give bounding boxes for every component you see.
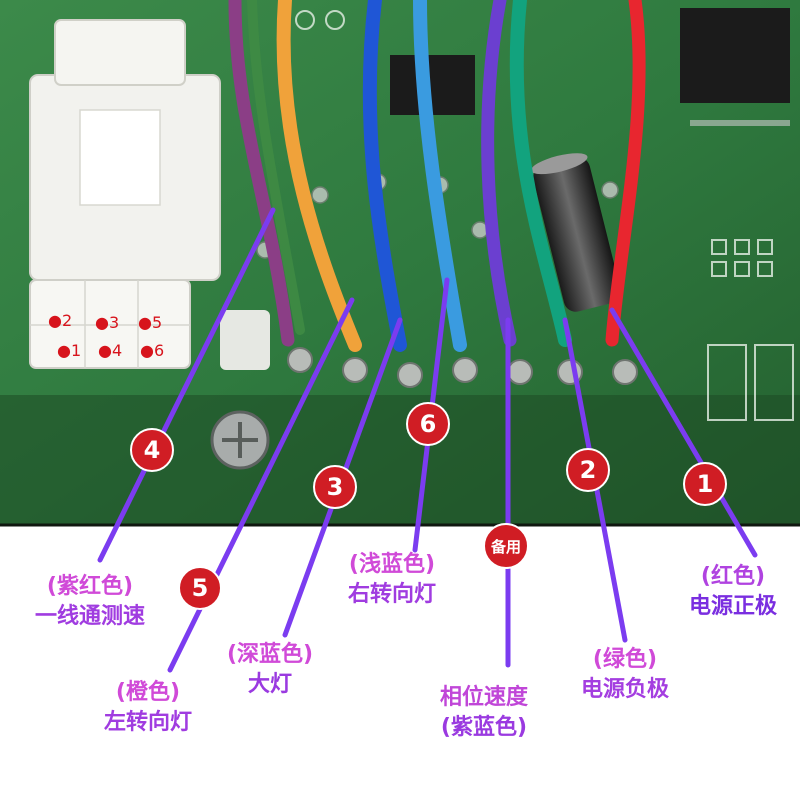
capacitor [531, 153, 621, 312]
wire-purple-red [228, 0, 295, 347]
wire-orange [276, 0, 362, 352]
label-wire-6-function: 右转向灯 [347, 582, 437, 607]
badge-3: 3 [313, 465, 357, 509]
badge-2: 2 [566, 448, 610, 492]
badge-spare: 备用 [483, 523, 529, 569]
wire-light-blue [413, 0, 467, 352]
label-wire-spare-color: (紫蓝色) [440, 715, 528, 740]
badge-6: 6 [406, 402, 450, 446]
label-wire-3-color: (深蓝色) [226, 642, 314, 667]
wire-dark-blue [362, 0, 407, 352]
ic-chip-top-right [680, 8, 790, 103]
leader-line-4 [97, 207, 276, 563]
badge-4: 4 [130, 428, 174, 472]
label-wire-4-color: (紫红色) [46, 574, 134, 599]
label-wire-spare-function: 相位速度 [439, 685, 529, 710]
label-wire-1-color: (红色) [700, 564, 766, 589]
pin-label-6: ●6 [140, 341, 165, 360]
pin-label-3: ●3 [95, 313, 120, 332]
wire-green-dark [247, 0, 305, 335]
connector-housing [29, 19, 221, 369]
pin-label-2: ●2 [48, 311, 73, 330]
label-wire-2-function: 电源负极 [580, 677, 670, 702]
label-wire-2-color: (绿色) [592, 647, 658, 672]
label-wire-4-function: 一线通测速 [34, 604, 146, 629]
pin-label-4: ●4 [98, 341, 123, 360]
label-wire-1-function: 电源正极 [688, 594, 778, 619]
label-wire-6-color: (浅蓝色) [348, 552, 436, 577]
label-wire-4: (紫红色) 一线通测速 [35, 572, 145, 632]
pin-label-5: ●5 [138, 313, 163, 332]
label-wire-5: (橙色) 左转向灯 [104, 678, 192, 738]
badge-5: 5 [178, 566, 222, 610]
wire-green [509, 0, 572, 347]
label-wire-3-function: 大灯 [247, 672, 292, 697]
wire-violet-blue [481, 0, 517, 347]
pin-label-1: ●1 [57, 341, 82, 360]
label-wire-5-color: (橙色) [115, 680, 181, 705]
label-wire-2: (绿色) 电源负极 [581, 645, 669, 705]
wire-red [605, 0, 646, 347]
label-wire-5-function: 左转向灯 [103, 710, 193, 735]
label-wire-spare: 相位速度 (紫蓝色) [440, 683, 528, 743]
badge-1: 1 [683, 462, 727, 506]
label-wire-1: (红色) 电源正极 [689, 562, 777, 622]
label-wire-6: (浅蓝色) 右转向灯 [348, 550, 436, 610]
leader-line-1 [609, 307, 758, 558]
label-wire-3: (深蓝色) 大灯 [227, 640, 313, 700]
